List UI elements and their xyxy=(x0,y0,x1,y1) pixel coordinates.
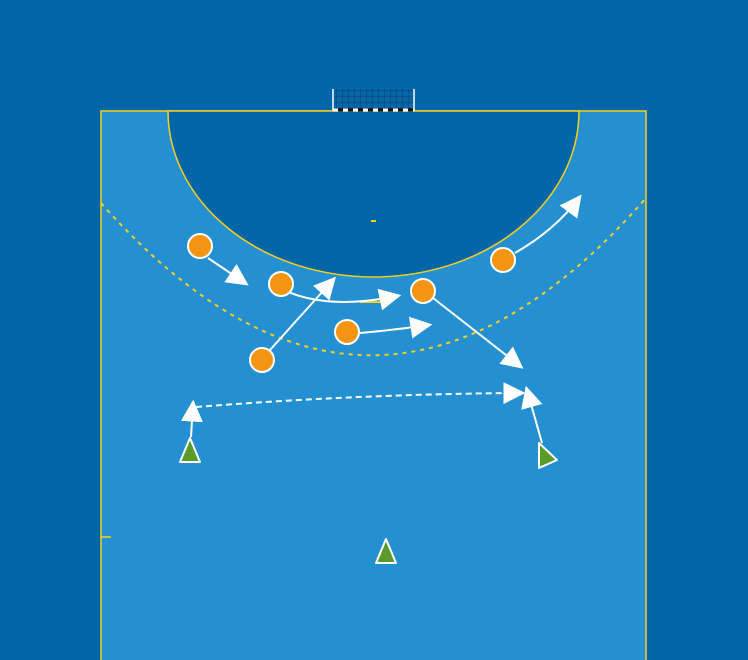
arrow-defender-move xyxy=(180,399,203,438)
free-throw-line xyxy=(100,197,647,357)
arrow-defender-move xyxy=(521,385,543,444)
arrow-pass xyxy=(195,382,526,408)
arrow-run xyxy=(432,297,524,369)
attacker-player[interactable] xyxy=(249,347,275,373)
attacker-player[interactable] xyxy=(187,233,213,259)
arrow-run xyxy=(207,257,249,286)
defender-player[interactable] xyxy=(179,437,201,463)
goal-area xyxy=(167,110,580,278)
defender-player[interactable] xyxy=(375,538,397,564)
movement-arrows xyxy=(180,194,582,444)
attackers xyxy=(187,233,516,373)
attacker-player[interactable] xyxy=(410,278,436,304)
goal xyxy=(332,89,415,112)
attacker-player[interactable] xyxy=(268,271,294,297)
arrow-run xyxy=(359,316,433,339)
arrow-run xyxy=(269,276,336,351)
arrow-run xyxy=(514,194,582,254)
attacker-player[interactable] xyxy=(490,247,516,273)
defender-player[interactable] xyxy=(538,442,558,469)
defenders xyxy=(179,437,558,564)
attacker-player[interactable] xyxy=(334,319,360,345)
